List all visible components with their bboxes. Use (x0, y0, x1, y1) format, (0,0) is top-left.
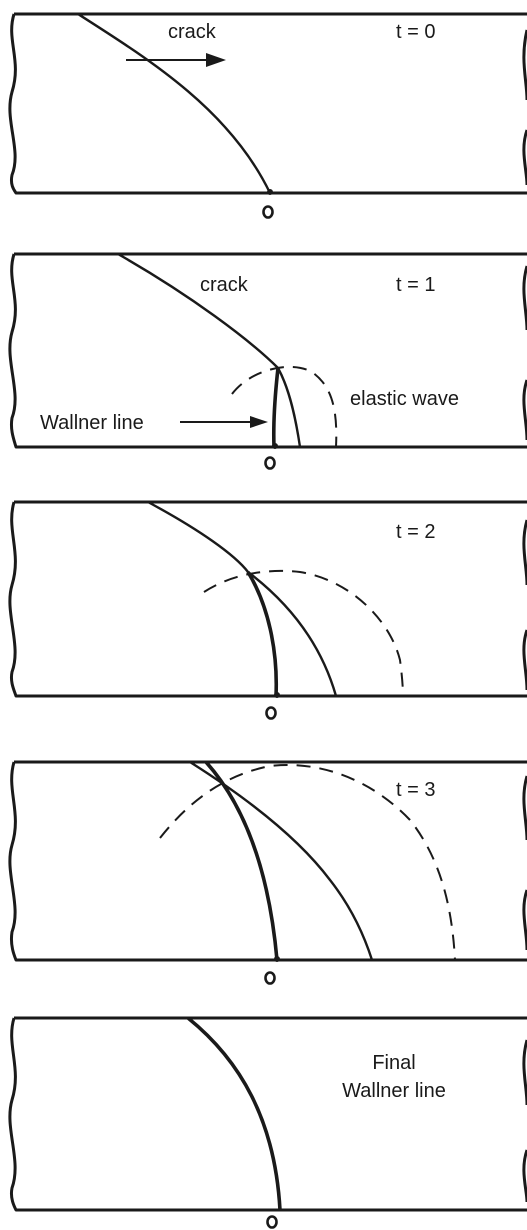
wallner-line (274, 368, 278, 447)
crack-tip-dot (274, 692, 280, 698)
specimen-outline (10, 1018, 527, 1210)
panel-t2: t = 2 (10, 502, 527, 719)
specimen-outline (10, 502, 527, 696)
arrow-head (250, 416, 268, 428)
final-label-line1: Final (372, 1052, 415, 1074)
crack-tip-dot (272, 443, 278, 449)
origin-marker (266, 458, 275, 469)
time-label: t = 3 (396, 779, 435, 801)
wallner-line (248, 572, 276, 696)
crack-tip-dot (267, 189, 273, 195)
time-label: t = 1 (396, 274, 435, 296)
crack-front (148, 502, 336, 696)
time-label: t = 2 (396, 521, 435, 543)
elastic-wave-label: elastic wave (350, 388, 459, 410)
panel-t3: t = 3 (10, 762, 527, 984)
origin-marker (267, 708, 276, 719)
wallner-line (206, 762, 277, 960)
arrow-head (206, 53, 226, 67)
panel-t0: crack t = 0 (10, 14, 527, 218)
wallner-line-label: Wallner line (40, 412, 144, 434)
time-label: t = 0 (396, 21, 435, 43)
crack-front (190, 762, 372, 960)
crack-label: crack (200, 274, 249, 296)
elastic-wave-front (204, 571, 403, 696)
panel-t1: crack t = 1 elastic wave Wallner line (10, 254, 527, 469)
crack-tip-dot (274, 956, 280, 962)
final-label-line2: Wallner line (342, 1080, 446, 1102)
panel-final: Final Wallner line (10, 1018, 527, 1228)
specimen-outline (10, 762, 527, 960)
origin-marker (266, 973, 275, 984)
specimen-outline (10, 14, 527, 193)
origin-marker (264, 207, 273, 218)
origin-marker (268, 1217, 277, 1228)
final-wallner-line (188, 1018, 280, 1210)
crack-label: crack (168, 21, 217, 43)
